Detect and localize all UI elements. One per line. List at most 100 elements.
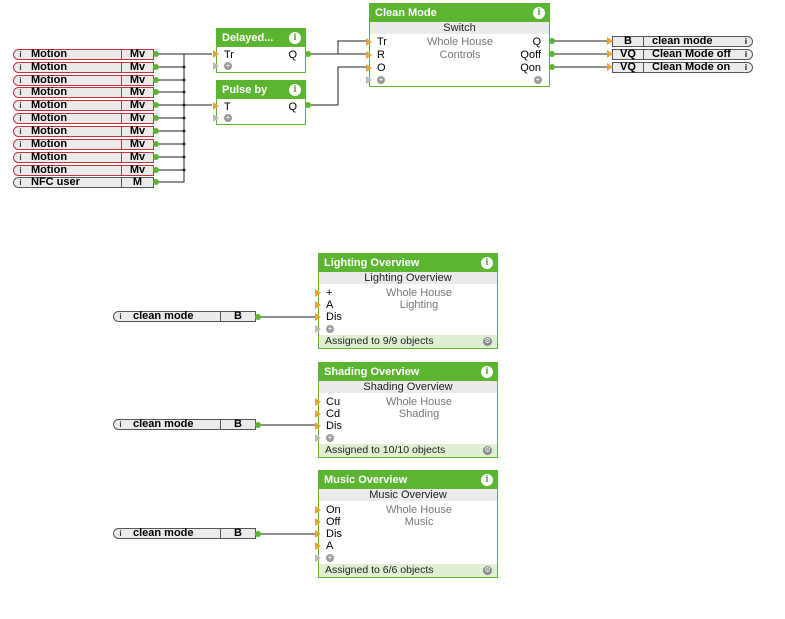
delayed-block[interactable]: Delayed...i Tr Q + [213, 28, 306, 73]
output-port[interactable]: VQ [613, 62, 644, 73]
shading-input-pin[interactable]: Cd [326, 408, 341, 420]
output-port[interactable]: VQ [613, 49, 644, 60]
pulse-input-pin[interactable]: T [224, 101, 231, 113]
info-icon[interactable]: i [19, 101, 22, 110]
music-input-pin[interactable]: A [326, 540, 334, 552]
add-input-icon[interactable]: + [326, 324, 334, 333]
clean-input-r[interactable]: R [377, 49, 385, 61]
delayed-output-pin[interactable]: Q [288, 49, 297, 61]
info-icon[interactable]: i [481, 366, 493, 378]
info-icon[interactable]: i [289, 84, 301, 96]
info-icon[interactable]: i [289, 32, 301, 44]
info-icon[interactable]: i [19, 166, 22, 175]
music-assignment-footer[interactable]: Assigned to 6/6 objects⚙ [319, 564, 497, 577]
info-icon[interactable]: i [19, 50, 22, 59]
output-port[interactable]: B [613, 36, 644, 47]
info-icon[interactable]: i [119, 420, 122, 429]
info-icon[interactable]: i [481, 257, 493, 269]
music-input-pin[interactable]: On [326, 504, 341, 516]
music-input-pin[interactable]: Dis [326, 528, 342, 540]
memory-port[interactable]: B [220, 419, 255, 430]
info-icon[interactable]: i [19, 76, 22, 85]
add-input-icon[interactable]: + [326, 553, 334, 562]
input-port[interactable]: Mv [121, 87, 153, 98]
add-input-icon[interactable]: + [224, 113, 232, 122]
gear-icon[interactable]: ⚙ [483, 337, 492, 346]
memory-port[interactable]: B [220, 528, 255, 539]
clean-output-qon[interactable]: Qon [520, 62, 541, 74]
add-output-icon[interactable]: + [534, 75, 542, 84]
info-icon[interactable]: i [19, 88, 22, 97]
input-port[interactable]: M [121, 177, 153, 188]
gear-icon[interactable]: ⚙ [483, 566, 492, 575]
lighting-assignment-footer[interactable]: Assigned to 9/9 objects⚙ [319, 335, 497, 348]
info-icon[interactable]: i [119, 529, 122, 538]
shading-input-pin[interactable]: Dis [326, 420, 342, 432]
pulse-output-pin[interactable]: Q [288, 101, 297, 113]
info-icon[interactable]: i [19, 114, 22, 123]
delayed-header[interactable]: Delayed...i [217, 29, 305, 47]
info-icon[interactable]: i [19, 63, 22, 72]
info-icon[interactable]: i [19, 178, 22, 187]
input-port[interactable]: Mv [121, 126, 153, 137]
input-port[interactable]: Mv [121, 75, 153, 86]
info-icon[interactable]: i [119, 312, 122, 321]
clean-output-q[interactable]: Q [532, 36, 541, 48]
lighting-input-pin[interactable]: Dis [326, 311, 342, 323]
input-port[interactable]: Mv [121, 113, 153, 124]
info-icon[interactable]: i [19, 153, 22, 162]
add-input-icon[interactable]: + [377, 75, 385, 84]
shading-assignment-footer[interactable]: Assigned to 10/10 objects⚙ [319, 444, 497, 457]
gear-icon[interactable]: ⚙ [483, 446, 492, 455]
input-port[interactable]: Mv [121, 49, 153, 60]
delayed-input-pin[interactable]: Tr [224, 49, 234, 61]
info-icon[interactable]: i [19, 140, 22, 149]
lighting-input-pin[interactable]: + [326, 287, 333, 299]
info-icon[interactable]: i [744, 63, 748, 72]
input-port[interactable]: Mv [121, 100, 153, 111]
input-port[interactable]: Mv [121, 152, 153, 163]
input-port[interactable]: Mv [121, 139, 153, 150]
clean-input-tr[interactable]: Tr [377, 36, 387, 48]
info-icon[interactable]: i [744, 50, 748, 59]
add-input-icon[interactable]: + [224, 61, 232, 70]
info-icon[interactable]: i [744, 37, 748, 46]
shading-input-pin[interactable]: Cu [326, 396, 341, 408]
input-port[interactable]: Mv [121, 165, 153, 176]
input-port[interactable]: Mv [121, 62, 153, 73]
add-input-icon[interactable]: + [326, 433, 334, 442]
lighting-input-pin[interactable]: A [326, 299, 334, 311]
memory-port[interactable]: B [220, 311, 255, 322]
music-input-pin[interactable]: Off [326, 516, 341, 528]
info-icon[interactable]: i [533, 7, 545, 19]
clean-input-o[interactable]: O [377, 62, 386, 74]
